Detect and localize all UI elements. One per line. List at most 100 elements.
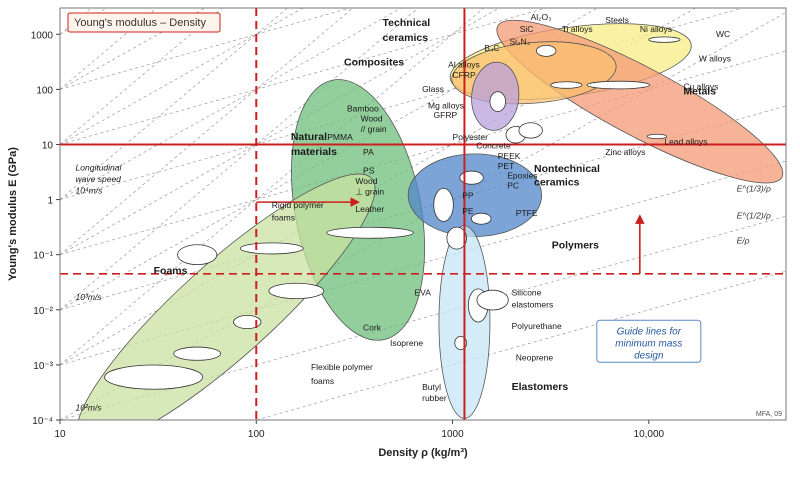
annotation-label: Leather (355, 204, 384, 214)
annotation-label: EVA (415, 288, 432, 298)
guide-line-label: E/ρ (737, 235, 750, 245)
y-tick-label: 10⁻³ (33, 361, 53, 372)
annotation-label: foams (272, 212, 295, 222)
annotation-label: Polyurethane (512, 321, 562, 331)
annotations: FoamsNaturalmaterialsPolymersElastomersM… (76, 12, 772, 412)
material-bubble (233, 315, 262, 330)
annotation-label: Natural (291, 131, 327, 143)
annotation-label: PEEK (498, 151, 521, 161)
credit-label: MFA, 09 (756, 411, 782, 418)
x-tick-label: 1000 (441, 429, 464, 440)
annotation-label: Zinc alloys (605, 147, 645, 157)
annotation-label: GFRP (434, 110, 458, 120)
material-bubble (648, 36, 681, 43)
guide-line-label: E^(1/2)/ρ (737, 211, 771, 221)
title-box: Young's modulus – Density (67, 12, 221, 33)
annotation-label: Cork (363, 323, 382, 333)
annotation-label: W alloys (699, 54, 731, 64)
annotation-label: PA (363, 147, 374, 157)
y-tick-label: 10⁻⁴ (32, 416, 53, 427)
guide-line (60, 8, 485, 366)
annotation-label: 10²m/s (76, 402, 103, 412)
y-tick-label: 1 (47, 196, 53, 207)
guide-box-line: minimum mass (615, 338, 682, 349)
annotation-label: Flexible polymer (311, 362, 373, 372)
annotation-label: materials (291, 146, 337, 158)
annotation-label: PTFE (516, 208, 538, 218)
annotation-label: // grain (361, 124, 387, 134)
guide-line (60, 8, 304, 145)
annotation-label: rubber (422, 393, 447, 403)
annotation-label: PMMA (327, 132, 353, 142)
annotation-label: ceramics (534, 177, 580, 189)
annotation-label: Mg alloys (428, 100, 464, 110)
annotation-label: PET (498, 161, 515, 171)
annotation-label: Neoprene (516, 353, 554, 363)
annotation-label: Ti alloys (562, 24, 593, 34)
annotation-label: elastomers (512, 300, 554, 310)
material-bubble (459, 170, 484, 185)
x-tick-label: 100 (248, 429, 265, 440)
selection-lines (60, 8, 786, 420)
annotation-label: PS (363, 165, 375, 175)
annotation-label: Composites (344, 57, 404, 69)
guide-box: Guide lines for minimum mass design (596, 319, 702, 363)
annotation-label: CFRP (453, 70, 476, 80)
material-bubble (268, 282, 325, 300)
guide-line (60, 8, 501, 256)
annotation-label: Isoprene (390, 338, 423, 348)
annotation-label: Steels (605, 15, 629, 25)
material-bubble (535, 44, 557, 57)
guide-line (60, 8, 402, 200)
annotation-label: Rigid polymer (272, 200, 324, 210)
annotation-label: WC (716, 29, 730, 39)
guide-line (60, 8, 289, 200)
annotation-label: Wood (361, 114, 383, 124)
annotation-label: Cu alloys (683, 81, 718, 91)
material-bubble (104, 364, 204, 390)
annotation-label: Wood (355, 176, 377, 186)
material-bubble (586, 80, 651, 90)
annotation-label: Metals (683, 86, 716, 98)
annotation-label: PC (507, 180, 519, 190)
annotation-label: 10⁴m/s (76, 185, 104, 195)
annotation-label: ⊥ grain (355, 186, 384, 196)
annotation-label: Ni alloys (640, 24, 672, 34)
guide-line-label: E^(1/3)/ρ (737, 184, 771, 194)
annotation-label: Elastomers (512, 381, 569, 393)
annotation-label: Nontechnical (534, 163, 600, 175)
material-bubble (489, 91, 507, 112)
annotation-label: Technical (383, 17, 431, 29)
annotation-label: Longitudinal (76, 162, 123, 172)
annotation-label: Glass (422, 84, 444, 94)
material-bubble (177, 244, 218, 266)
annotation-label: Lead alloys (664, 136, 707, 146)
y-axis-label: Young's modulus E (GPa) (7, 147, 19, 281)
annotation-label: ceramics (383, 32, 429, 44)
x-tick-label: 10 (54, 429, 66, 440)
annotation-label: Al₂O₃ (531, 12, 552, 22)
annotation-label: PP (462, 190, 474, 200)
material-bubble (471, 212, 492, 225)
guide-line (60, 8, 599, 311)
annotation-label: Silicone (512, 288, 542, 298)
y-tick-label: 10⁻² (33, 306, 53, 317)
y-tick-label: 100 (36, 85, 53, 96)
plot-area (60, 8, 786, 420)
annotation-label: Polymers (552, 239, 599, 251)
chart-title: Young's modulus – Density (74, 17, 206, 29)
guide-line (60, 8, 223, 145)
annotation-label: Butyl (422, 382, 441, 392)
annotation-label: Al alloys (448, 59, 480, 69)
material-bubble (646, 133, 668, 140)
material-bubble (173, 346, 222, 361)
annotation-label: B₄C (484, 43, 499, 53)
guide-line (60, 8, 419, 311)
annotation-label: Bamboo (347, 103, 379, 113)
material-bubble (433, 188, 454, 222)
annotation-label: 10³m/s (76, 292, 103, 302)
material-bubble (476, 289, 509, 311)
material-bubbles (104, 36, 681, 390)
